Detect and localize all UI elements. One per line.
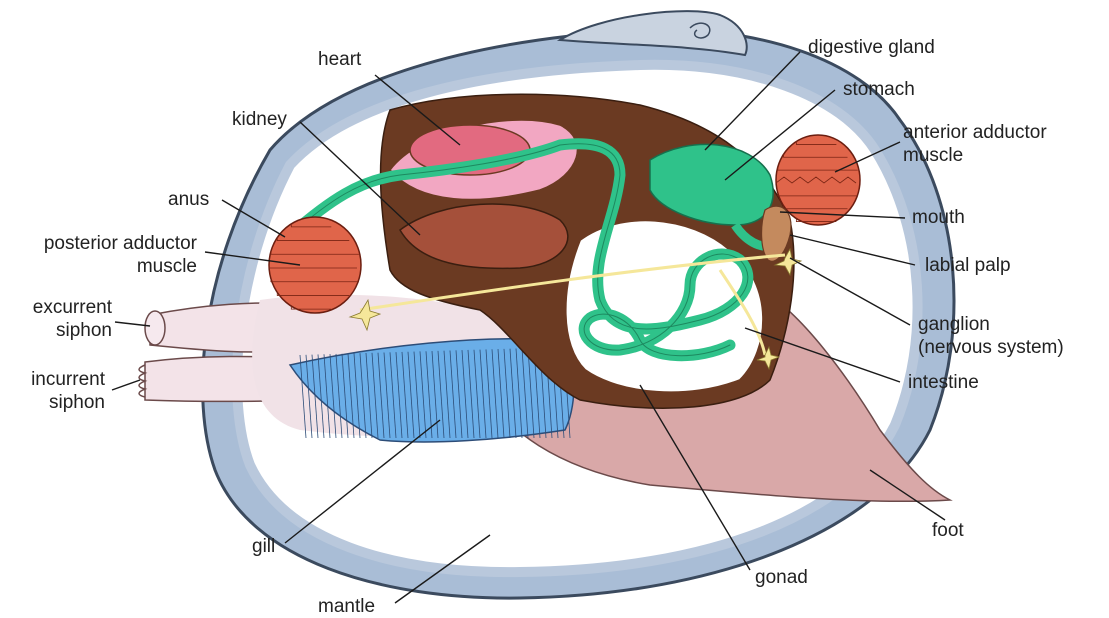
leader-incurrent xyxy=(112,380,140,390)
label-kidney: kidney xyxy=(232,108,287,131)
label-anterior-adductor-line1: anterior adductor xyxy=(903,121,1047,144)
excurrent-siphon-opening xyxy=(145,311,165,345)
label-ganglion: ganglion (nervous system) xyxy=(918,313,1064,359)
label-mantle: mantle xyxy=(318,595,375,618)
label-incurrent-line2: siphon xyxy=(10,391,105,414)
label-gonad: gonad xyxy=(755,566,808,589)
incurrent-siphon-tentacles xyxy=(139,365,145,397)
label-mouth: mouth xyxy=(912,206,965,229)
label-foot: foot xyxy=(932,519,964,542)
label-anus: anus xyxy=(168,188,209,211)
label-incurrent-line1: incurrent xyxy=(10,368,105,391)
label-excurrent-line2: siphon xyxy=(10,319,112,342)
label-excurrent-siphon: excurrent siphon xyxy=(10,296,112,342)
label-labial-palp: labial palp xyxy=(925,254,1011,277)
label-stomach: stomach xyxy=(843,78,915,101)
label-incurrent-siphon: incurrent siphon xyxy=(10,368,105,414)
label-ganglion-line1: ganglion xyxy=(918,313,1064,336)
label-anterior-adductor-line2: muscle xyxy=(903,144,1047,167)
label-heart: heart xyxy=(318,48,361,71)
label-intestine: intestine xyxy=(908,371,979,394)
label-ganglion-line2: (nervous system) xyxy=(918,336,1064,359)
label-posterior-adductor-line1: posterior adductor xyxy=(10,232,197,255)
label-digestive-gland: digestive gland xyxy=(808,36,935,59)
label-posterior-adductor-line2: muscle xyxy=(10,255,197,278)
label-posterior-adductor: posterior adductor muscle xyxy=(10,232,197,278)
label-gill: gill xyxy=(252,535,275,558)
label-excurrent-line1: excurrent xyxy=(10,296,112,319)
label-anterior-adductor: anterior adductor muscle xyxy=(903,121,1047,167)
posterior-adductor-muscle xyxy=(269,217,361,313)
